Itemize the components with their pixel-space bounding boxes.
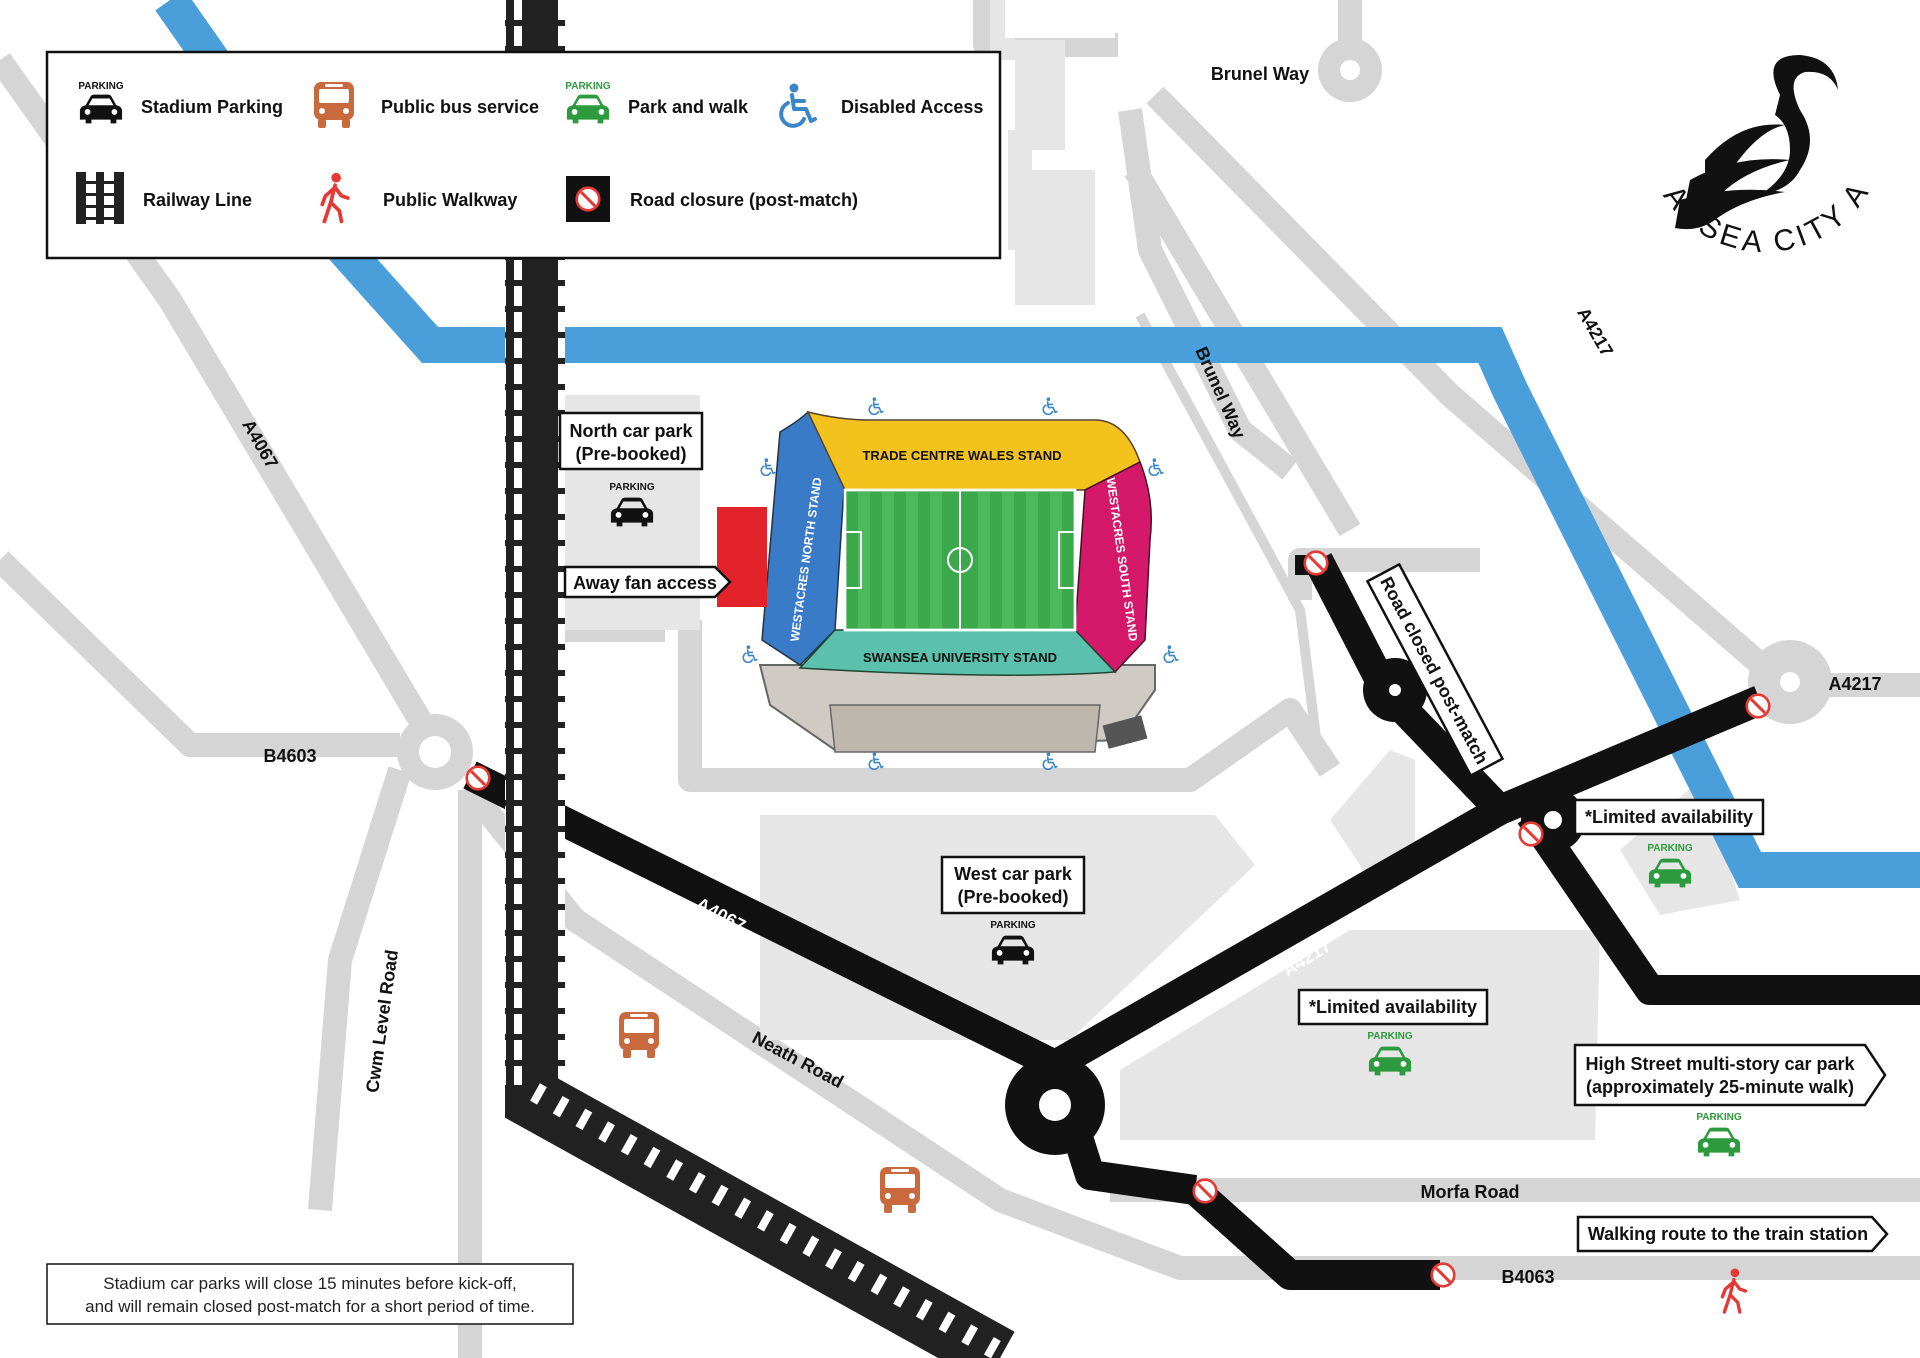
north-car-park-callout: North car park (Pre-booked)	[558, 411, 704, 471]
brunel-way-top-label: Brunel Way	[1211, 64, 1309, 84]
pitch-stripes	[858, 492, 1062, 628]
parking-markers: PARKING PARKING PARKING PARKING PARKING	[609, 482, 1742, 1157]
svg-text:(Pre-booked): (Pre-booked)	[575, 444, 686, 464]
stadium: TRADE CENTRE WALES STAND SWANSEA UNIVERS…	[717, 410, 1156, 753]
east-stand-label: TRADE CENTRE WALES STAND	[862, 448, 1061, 463]
legend-disabled-access: Disabled Access	[781, 84, 983, 126]
svg-text:Public Walkway: Public Walkway	[383, 190, 517, 210]
swan-logo-icon	[1760, 55, 1838, 195]
morfa-road-label: Morfa Road	[1421, 1182, 1520, 1202]
legend-box	[45, 50, 1002, 260]
b4603-label: B4603	[263, 746, 316, 766]
svg-text:Public bus service: Public bus service	[381, 97, 539, 117]
away-fan-access-area	[717, 507, 767, 607]
svg-text:West car park: West car park	[954, 864, 1073, 884]
b4063-label: B4063	[1501, 1267, 1554, 1287]
a4217-ne-label: A4217	[1573, 304, 1617, 360]
legend-bus: Public bus service	[314, 82, 539, 128]
park-and-walk-icon-1: PARKING	[1367, 1031, 1413, 1076]
legend-walkway: Public Walkway	[320, 172, 517, 224]
svg-text:PARKING: PARKING	[1696, 1112, 1742, 1123]
west-car-park-callout: West car park (Pre-booked)	[940, 855, 1086, 915]
svg-text:Park and walk: Park and walk	[628, 97, 749, 117]
a4217-right-label: A4217	[1828, 674, 1881, 694]
svg-text:(approximately 25-minute walk): (approximately 25-minute walk)	[1586, 1077, 1854, 1097]
svg-text:(Pre-booked): (Pre-booked)	[957, 887, 1068, 907]
svg-text:High Street multi-story car pa: High Street multi-story car park	[1585, 1054, 1855, 1074]
svg-text:Away fan access: Away fan access	[573, 573, 717, 593]
no-entry-icon	[575, 186, 601, 212]
svg-text:Disabled Access: Disabled Access	[841, 97, 983, 117]
legend-road-closure: Road closure (post-match)	[566, 176, 858, 222]
high-street-callout: High Street multi-story car park (approx…	[1573, 1043, 1887, 1107]
brunel-way-parallel	[1135, 312, 1325, 771]
svg-text:PARKING: PARKING	[990, 920, 1036, 931]
cwm-level-road-label: Cwm Level Road	[362, 948, 402, 1093]
legend: PARKING Stadium Parking Public bus servi…	[45, 50, 1002, 260]
svg-text:and will remain closed post-ma: and will remain closed post-match for a …	[85, 1297, 535, 1316]
svg-text:Railway Line: Railway Line	[143, 190, 252, 210]
limited-availability-callout-2: *Limited availability	[1297, 988, 1489, 1026]
svg-text:PARKING: PARKING	[1647, 843, 1693, 854]
away-fan-access-callout: Away fan access	[563, 565, 732, 599]
svg-text:PARKING: PARKING	[1367, 1031, 1413, 1042]
svg-text:*Limited availability: *Limited availability	[1309, 997, 1477, 1017]
svg-text:Stadium car parks will close 1: Stadium car parks will close 15 minutes …	[103, 1274, 517, 1293]
svg-text:*Limited availability: *Limited availability	[1585, 807, 1753, 827]
svg-text:Walking route to the train sta: Walking route to the train station	[1588, 1224, 1868, 1244]
west-car-park-icon: PARKING	[990, 920, 1036, 965]
svg-text:Road closure (post-match): Road closure (post-match)	[630, 190, 858, 210]
limited-availability-callout-1: *Limited availability	[1573, 798, 1765, 836]
car-park-closing-note: Stadium car parks will close 15 minutes …	[46, 1263, 574, 1325]
svg-text:Stadium Parking: Stadium Parking	[141, 97, 283, 117]
svg-text:PARKING: PARKING	[78, 81, 124, 92]
park-and-walk-icon-3: PARKING	[1696, 1112, 1742, 1157]
west-stand-label: SWANSEA UNIVERSITY STAND	[863, 650, 1057, 665]
legend-railway: Railway Line	[76, 172, 252, 224]
park-and-walk-icon-2: PARKING	[1647, 843, 1693, 888]
walking-route-callout: Walking route to the train station	[1576, 1215, 1889, 1253]
north-car-park-icon: PARKING	[609, 482, 655, 527]
svg-text:PARKING: PARKING	[565, 81, 611, 92]
legend-stadium-parking: PARKING Stadium Parking	[78, 81, 283, 124]
legend-park-and-walk: PARKING Park and walk	[565, 81, 749, 124]
svg-text:PARKING: PARKING	[609, 482, 655, 493]
svg-text:North car park: North car park	[569, 421, 693, 441]
